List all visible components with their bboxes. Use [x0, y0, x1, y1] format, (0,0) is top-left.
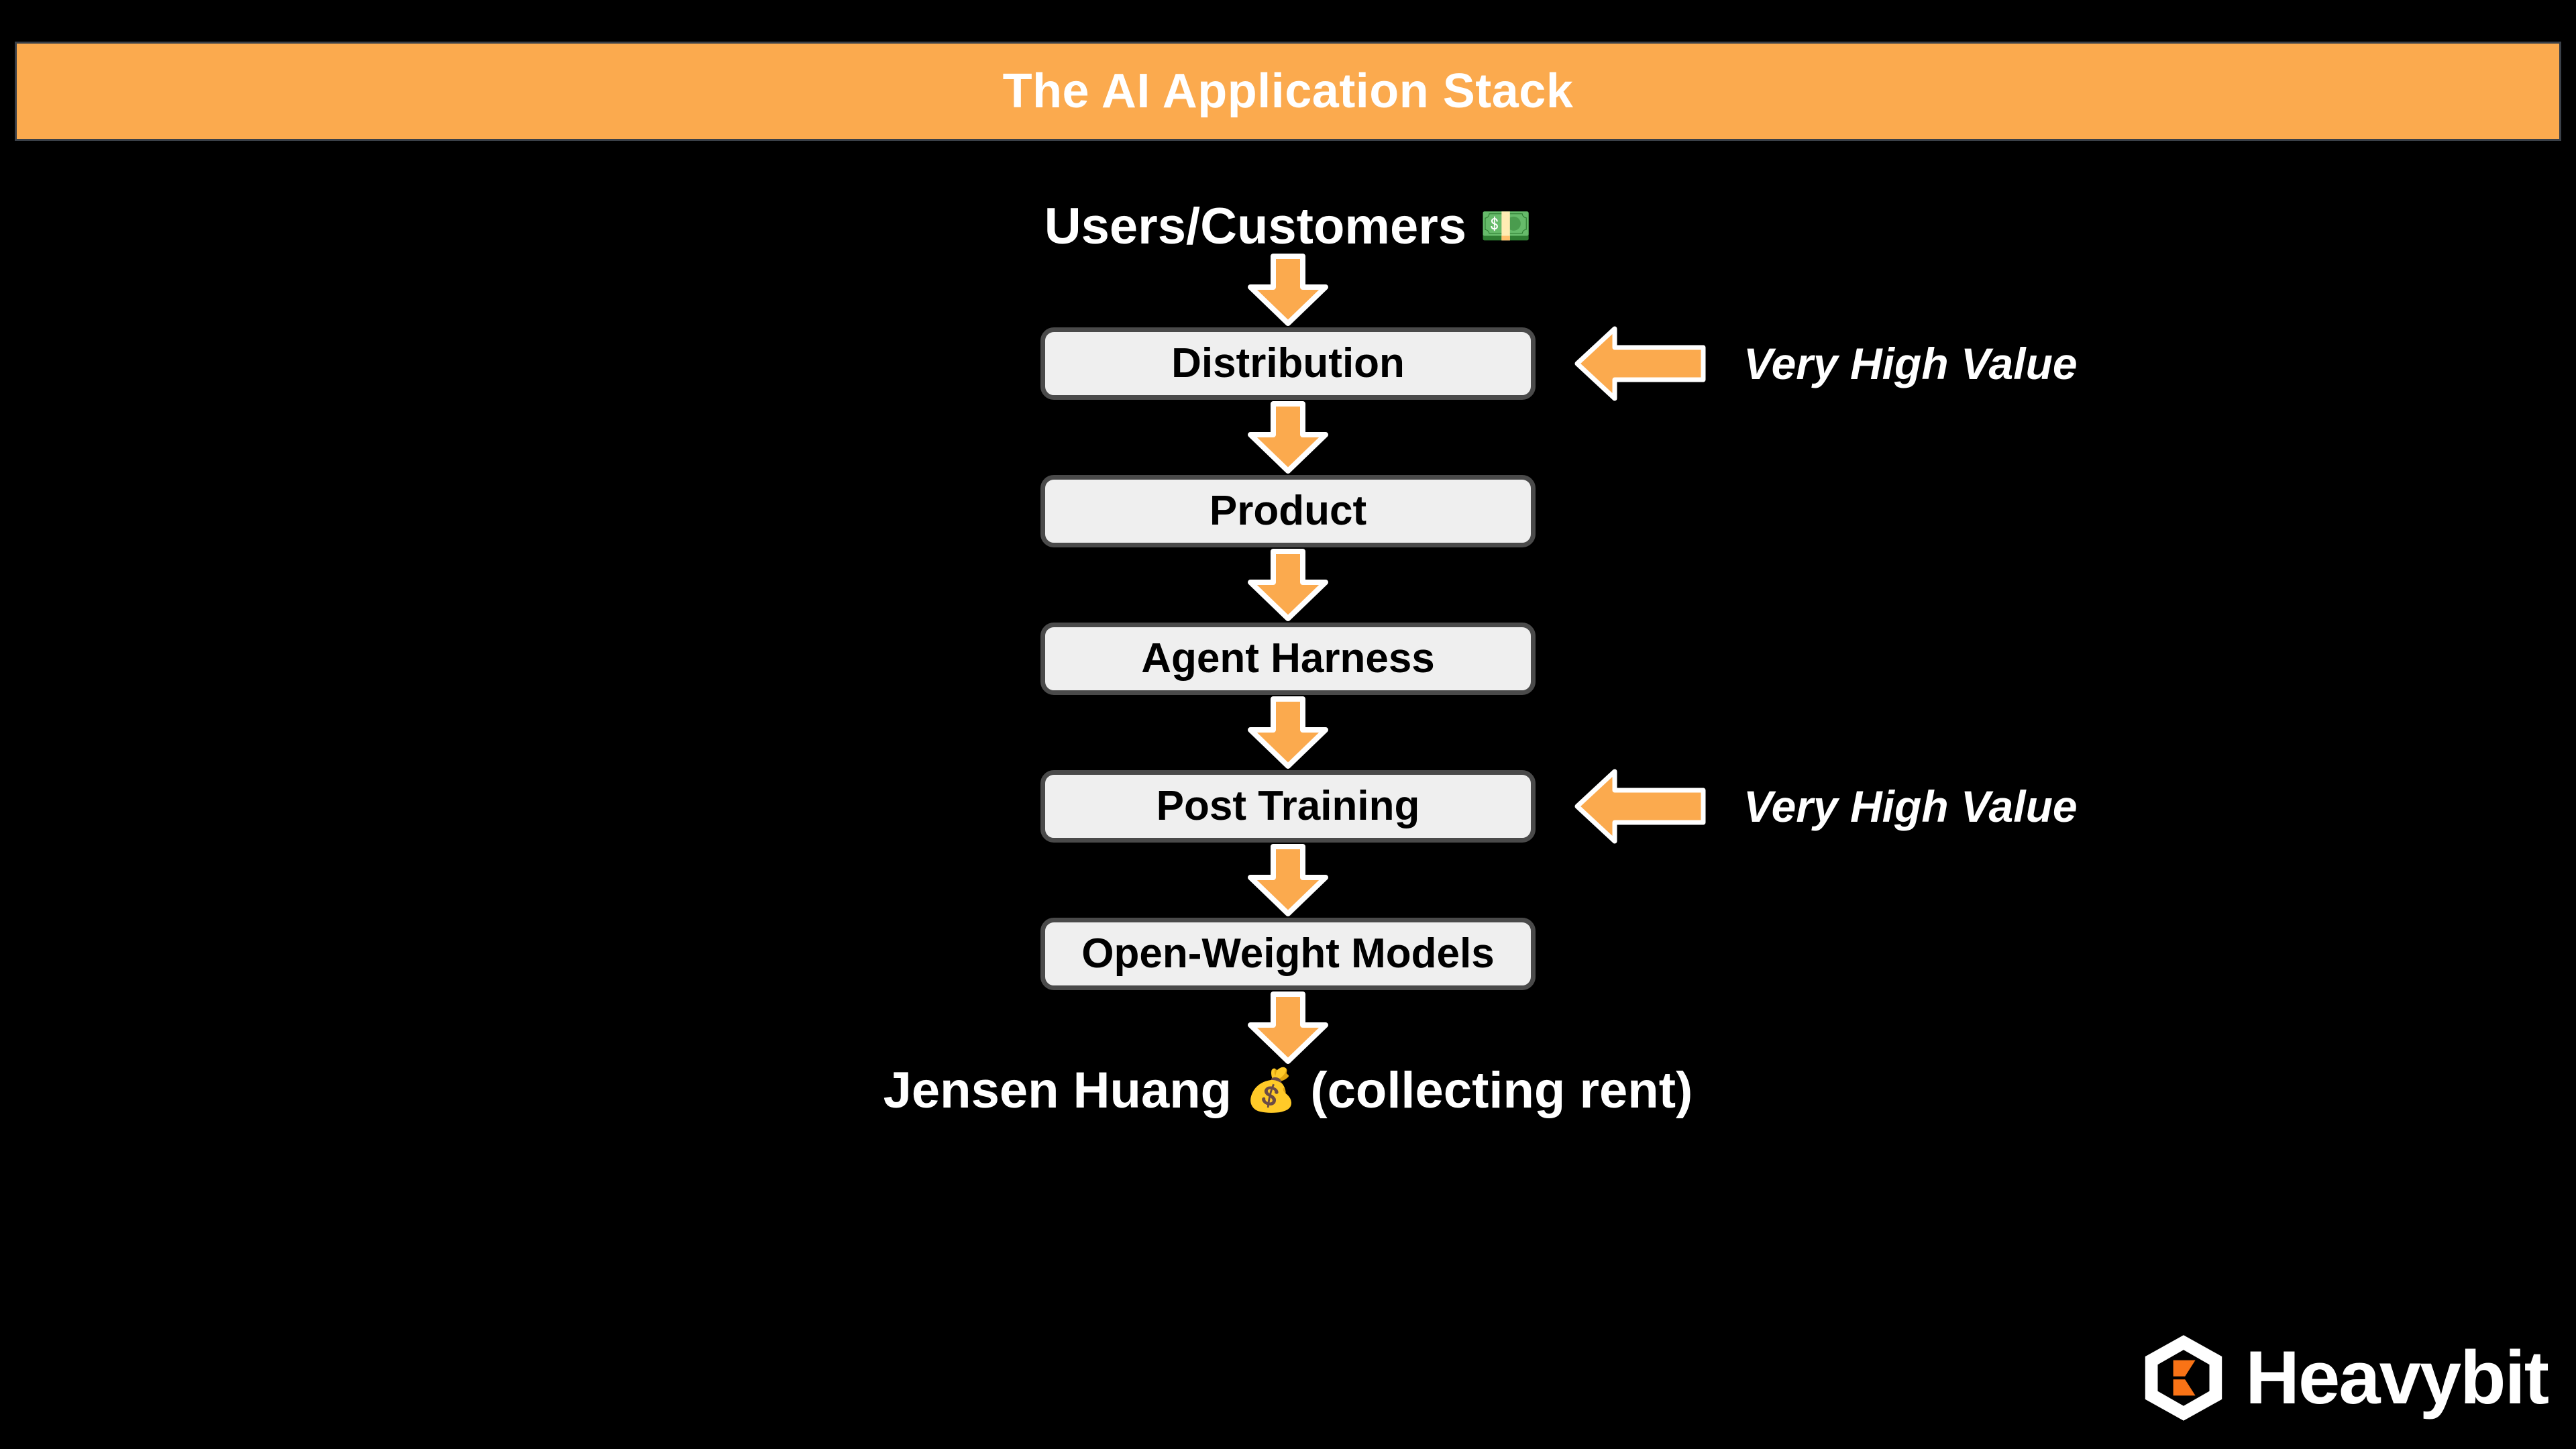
stack-row-distribution: Distribution Very High Value: [0, 326, 2576, 401]
stack-row-product: Product: [0, 475, 2576, 547]
arrow-down-icon: [1248, 844, 1328, 916]
dollar-banknote-emoji: 💵: [1480, 203, 1532, 250]
users-customers-text: Users/Customers: [1044, 198, 1467, 255]
stack-row-post-training: Post Training Very High Value: [0, 769, 2576, 844]
users-customers-label: Users/Customers 💵: [1044, 201, 1532, 252]
annotation-post-training: Very High Value: [1573, 766, 2078, 847]
jensen-huang-label: Jensen Huang 💰 (collecting rent): [883, 1065, 1693, 1116]
arrow-left-icon: [1574, 326, 1706, 401]
arrow-left-icon: [1574, 769, 1706, 844]
stack-diagram: Users/Customers 💵 Distribution Very High…: [0, 201, 2576, 1116]
heavybit-wordmark: Heavybit: [2245, 1336, 2549, 1419]
stack-box-open-weight-models[interactable]: Open-Weight Models: [1040, 918, 1536, 990]
annotation-distribution: Very High Value: [1573, 323, 2078, 404]
stack-row-jensen-huang: Jensen Huang 💰 (collecting rent): [0, 1065, 2576, 1116]
heavybit-logo: Heavybit: [2139, 1334, 2549, 1422]
arrow-down-3-wrap: [1241, 547, 1335, 623]
page-title: The AI Application Stack: [1002, 64, 1574, 118]
arrow-down-6-wrap: [1241, 990, 1335, 1065]
title-banner: The AI Application Stack: [15, 42, 2561, 141]
stack-row-agent-harness: Agent Harness: [0, 623, 2576, 695]
stack-row-users-customers: Users/Customers 💵: [0, 201, 2576, 252]
stack-box-product[interactable]: Product: [1040, 475, 1536, 547]
arrow-down-5-wrap: [1241, 843, 1335, 918]
arrow-down-icon: [1248, 549, 1328, 621]
jensen-huang-text: Jensen Huang: [883, 1062, 1232, 1119]
arrow-down-icon: [1248, 991, 1328, 1064]
stack-box-agent-harness[interactable]: Agent Harness: [1040, 623, 1536, 695]
arrow-down-2-wrap: [1241, 400, 1335, 475]
arrow-down-1-wrap: [1241, 252, 1335, 327]
collecting-rent-text: (collecting rent): [1310, 1062, 1693, 1119]
arrow-down-icon: [1248, 696, 1328, 769]
heavybit-hexagon-icon: [2145, 1335, 2222, 1421]
money-bag-emoji: 💰: [1245, 1067, 1297, 1114]
arrow-down-4-wrap: [1241, 695, 1335, 770]
arrow-down-icon: [1248, 401, 1328, 474]
arrow-down-icon: [1248, 254, 1328, 326]
stack-box-distribution[interactable]: Distribution: [1040, 327, 1536, 400]
annotation-post-training-text: Very High Value: [1743, 782, 2078, 831]
stack-box-post-training[interactable]: Post Training: [1040, 770, 1536, 843]
annotation-distribution-text: Very High Value: [1743, 339, 2078, 388]
stack-row-open-weight-models: Open-Weight Models: [0, 918, 2576, 990]
